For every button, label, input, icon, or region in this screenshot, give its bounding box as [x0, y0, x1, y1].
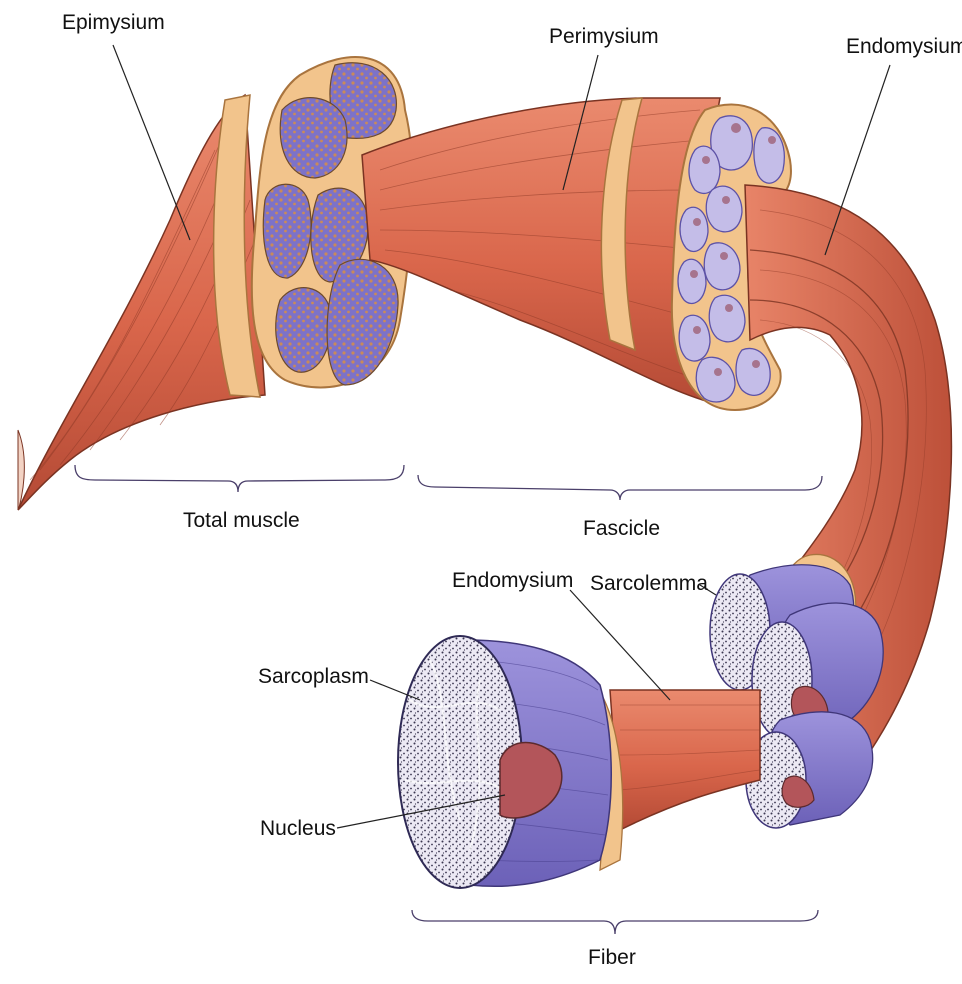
label-endomysium-top: Endomysium	[846, 36, 962, 57]
fiber-bracket	[412, 910, 818, 934]
label-perimysium: Perimysium	[549, 26, 659, 47]
fascicle-shape	[362, 98, 720, 405]
single-fiber	[398, 636, 760, 888]
leader-epimysium	[113, 45, 190, 240]
label-fascicle: Fascicle	[583, 518, 660, 539]
label-endomysium-bottom: Endomysium	[452, 570, 573, 591]
label-epimysium: Epimysium	[62, 12, 165, 33]
label-total-muscle: Total muscle	[183, 510, 300, 531]
label-sarcoplasm: Sarcoplasm	[258, 666, 369, 687]
label-nucleus: Nucleus	[260, 818, 336, 839]
fascicle-bracket	[418, 475, 822, 500]
label-sarcolemma: Sarcolemma	[590, 573, 708, 594]
label-fiber: Fiber	[588, 947, 636, 968]
total-muscle-bracket	[75, 465, 404, 492]
